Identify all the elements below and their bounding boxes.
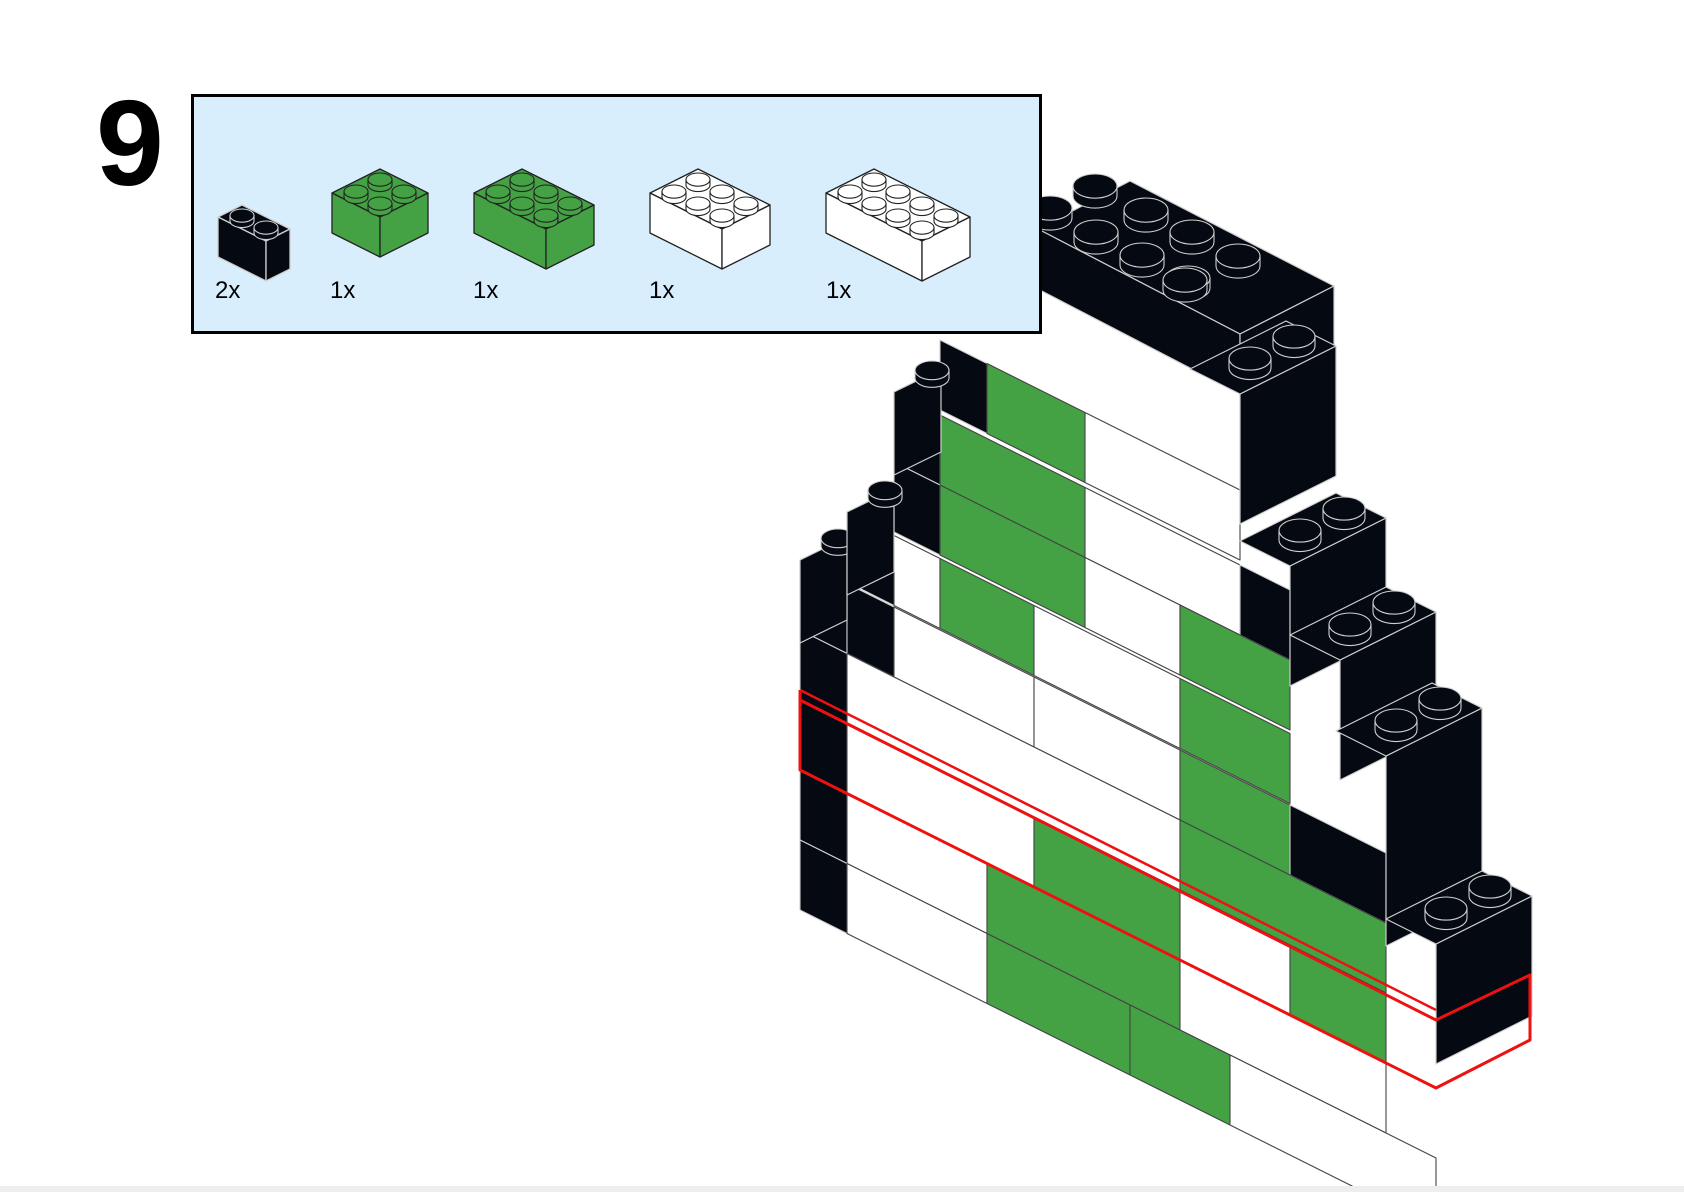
stud [661,184,687,205]
new-bricks-highlight-edge [799,688,1437,1012]
stud [533,208,559,229]
parts-list-illustrations [217,168,971,282]
stud [1328,612,1372,647]
stud [1123,197,1169,233]
step-number: 9 [96,75,164,211]
stud [709,208,735,229]
stud [391,184,417,205]
stud [1072,173,1118,209]
stud [867,480,903,508]
stud [253,220,279,241]
stud [485,184,511,205]
stud [1424,896,1468,931]
wall-row-9-seg-4 [1229,1054,1437,1192]
stud [1374,708,1418,743]
part-count-1x2-black: 2x [215,277,241,304]
part-brick-2x3-green [473,168,595,270]
stud [733,196,759,217]
parts-list-panel: 2x 1x 1x 1x 1x [191,94,1042,334]
stud [1322,496,1366,531]
stud [1162,267,1208,303]
stud [509,172,535,193]
stud [909,196,935,217]
stud [1468,874,1512,909]
stud [1119,242,1165,278]
stud [885,184,911,205]
stud [1169,219,1215,255]
stud [914,360,950,388]
part-brick-1x2-black-side [265,228,291,282]
stud [1278,518,1322,553]
stud [509,196,535,217]
stud [229,208,255,229]
stud [685,172,711,193]
stud [1418,686,1462,721]
stud [685,196,711,217]
stud [1073,219,1119,255]
wall-row-3-seg-3 [1179,604,1291,731]
stud [861,196,887,217]
stud [557,196,583,217]
stud [1215,243,1261,279]
stud [837,184,863,205]
wall-row-1-seg-2 [1084,411,1241,561]
new-bricks-highlight-outline [798,690,1532,1090]
part-brick-1x2-black [217,204,291,282]
stud [861,172,887,193]
part-brick-2x4-white [825,168,971,282]
stud [1272,324,1316,359]
stud [1228,346,1272,381]
stud [367,172,393,193]
wall-row-4-seg-4 [1179,677,1291,805]
part-brick-2x3-white [649,168,771,270]
part-brick-2x2-green [331,168,429,258]
stud [885,208,911,229]
stud [1372,590,1416,625]
stud [533,184,559,205]
stud [367,196,393,217]
stud [343,184,369,205]
part-count-2x3-green: 1x [473,277,499,304]
part-count-2x4-white: 1x [826,277,852,304]
page-footer-strip [0,1186,1684,1192]
stud [909,220,935,241]
part-count-2x3-white: 1x [649,277,675,304]
stud [933,208,959,229]
stud [709,184,735,205]
part-count-2x2-green: 1x [330,277,356,304]
